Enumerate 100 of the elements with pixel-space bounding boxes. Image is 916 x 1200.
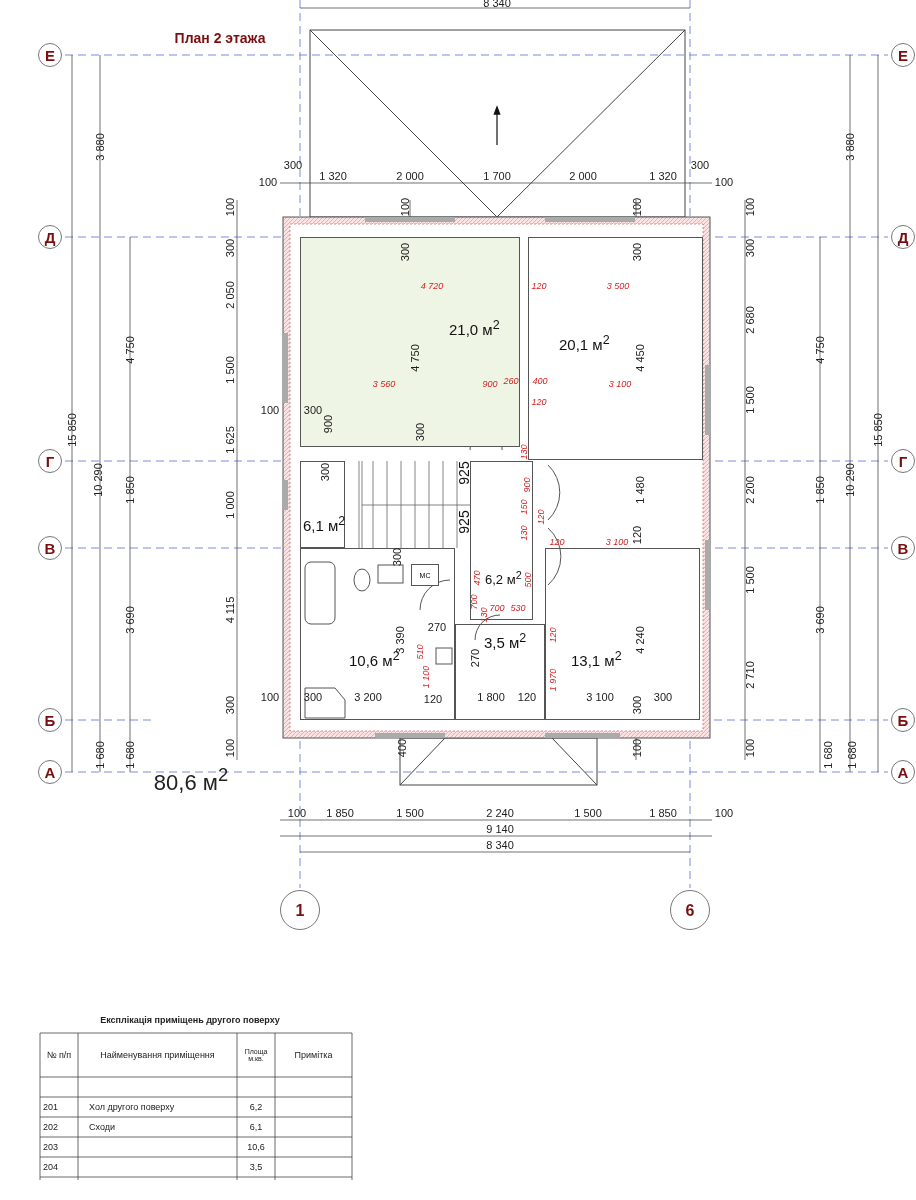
- dimension-label: 400: [532, 376, 548, 386]
- dimension-label: 3 100: [608, 379, 632, 389]
- axis-marker: Б: [891, 708, 915, 732]
- dimension-label: 100: [258, 176, 278, 188]
- total-area: 80,6 м$^{2}$: [153, 766, 229, 794]
- axis-marker: А: [38, 760, 62, 784]
- dimension-label: 270: [427, 621, 447, 633]
- dimension-label: 3 560: [372, 379, 396, 389]
- dimension-label: 2 000: [569, 170, 597, 182]
- dimension-label: 2 240: [486, 807, 514, 819]
- dimension-label: 4 750: [814, 336, 826, 364]
- dimension-label: 925: [457, 461, 471, 485]
- axis-marker: В: [38, 536, 62, 560]
- dimension-label: 3 500: [606, 281, 630, 291]
- dimension-label: 1 500: [574, 807, 602, 819]
- dimension-label: 300: [653, 691, 673, 703]
- dimension-label: 300: [303, 691, 323, 703]
- dimension-label: 120: [531, 281, 547, 291]
- dimension-label: 120: [531, 397, 547, 407]
- dimension-label: 260: [503, 376, 519, 386]
- room-area: 13,1 м$^{2}$: [571, 649, 622, 669]
- dimension-label: 1 850: [124, 476, 136, 504]
- dimension-label: 100: [260, 691, 280, 703]
- room-outline: [300, 461, 345, 548]
- dimension-label: 1 320: [319, 170, 347, 182]
- room-outline: [528, 237, 703, 460]
- axis-marker: Е: [891, 43, 915, 67]
- row-number: 202: [43, 1121, 60, 1134]
- column-header: Найменування приміщення: [99, 1049, 216, 1062]
- dimension-label: 3 200: [354, 691, 382, 703]
- area-value: 10,6: [246, 1141, 266, 1154]
- dimension-label: 120: [517, 691, 537, 703]
- row-number: 201: [43, 1101, 60, 1114]
- room-outline: [300, 237, 520, 447]
- dimension-label: 900: [322, 414, 334, 434]
- dimension-label: 270: [469, 648, 481, 668]
- dimension-label: 1 680: [94, 741, 106, 769]
- dimension-label: 120: [549, 537, 565, 547]
- dimension-label: 3 880: [844, 133, 856, 161]
- dimension-label: 900: [522, 477, 532, 493]
- plan-title: План 2 этажа: [174, 31, 266, 45]
- dimension-label: 130: [519, 525, 529, 541]
- dimension-label: 900: [482, 379, 498, 389]
- dimension-label: 400: [396, 738, 408, 758]
- row-number: 203: [43, 1141, 60, 1154]
- dimension-label: 300: [319, 462, 331, 482]
- dimension-label: 100: [399, 197, 411, 217]
- room-area: 20,1 м$^{2}$: [559, 333, 610, 353]
- dimension-label: 1 320: [649, 170, 677, 182]
- axis-marker: А: [891, 760, 915, 784]
- dimension-label: 4 720: [420, 281, 444, 291]
- dimension-label: 925: [457, 510, 471, 534]
- room-name: Сходи: [88, 1121, 116, 1134]
- axis-marker: 6: [670, 890, 710, 930]
- dimension-label: 300: [391, 547, 403, 567]
- dimension-label: 1 500: [224, 356, 236, 384]
- dimension-label: 100: [714, 176, 734, 188]
- dimension-label: 3 690: [814, 606, 826, 634]
- dimension-label: 15 850: [872, 413, 884, 447]
- dimension-label: 100: [631, 197, 643, 217]
- dimension-label: 700: [469, 594, 479, 610]
- area-value: 3,5: [248, 1161, 264, 1174]
- room-outline: [455, 624, 545, 720]
- room-outline: [545, 548, 700, 720]
- dimension-label: 300: [631, 242, 643, 262]
- dimension-label: 3 100: [586, 691, 614, 703]
- room-outline: [300, 548, 455, 720]
- dimension-label: 2 710: [744, 661, 756, 689]
- dimension-label: 4 750: [409, 344, 421, 372]
- dimension-label: 15 850: [66, 413, 78, 447]
- dimension-label: 300: [283, 159, 303, 171]
- room-area: 3,5 м$^{2}$: [484, 631, 527, 651]
- column-header: Примітка: [293, 1049, 334, 1062]
- dimension-label: 300: [414, 422, 426, 442]
- dimension-label: 1 625: [224, 426, 236, 454]
- dimension-label: 150: [519, 499, 529, 515]
- dimension-label: 100: [631, 738, 643, 758]
- dimension-label: 1 500: [396, 807, 424, 819]
- dimension-label: 1 100: [421, 665, 431, 689]
- dimension-label: 100: [287, 807, 307, 819]
- axis-marker: Д: [38, 225, 62, 249]
- dimension-label: 300: [399, 242, 411, 262]
- room-name: Хол другого поверху: [88, 1101, 176, 1114]
- dimension-label: 300: [303, 404, 323, 416]
- axis-marker: Г: [891, 449, 915, 473]
- dimension-label: 300: [224, 695, 236, 715]
- dimension-label: 100: [744, 197, 756, 217]
- dimension-label: 100: [714, 807, 734, 819]
- room-area: 6,2 м$^{2}$: [485, 569, 522, 588]
- dimension-label: 530: [510, 603, 526, 613]
- column-header: № п/п: [45, 1049, 73, 1062]
- dimension-label: 1 680: [846, 741, 858, 769]
- dimension-label: 2 200: [744, 476, 756, 504]
- dimension-label: 100: [224, 738, 236, 758]
- dimension-label: 3 690: [124, 606, 136, 634]
- dimension-label: 1 970: [548, 668, 558, 692]
- axis-marker: В: [891, 536, 915, 560]
- area-value: 6,2: [248, 1101, 264, 1114]
- dimension-label: 470: [472, 570, 482, 586]
- axis-marker: Г: [38, 449, 62, 473]
